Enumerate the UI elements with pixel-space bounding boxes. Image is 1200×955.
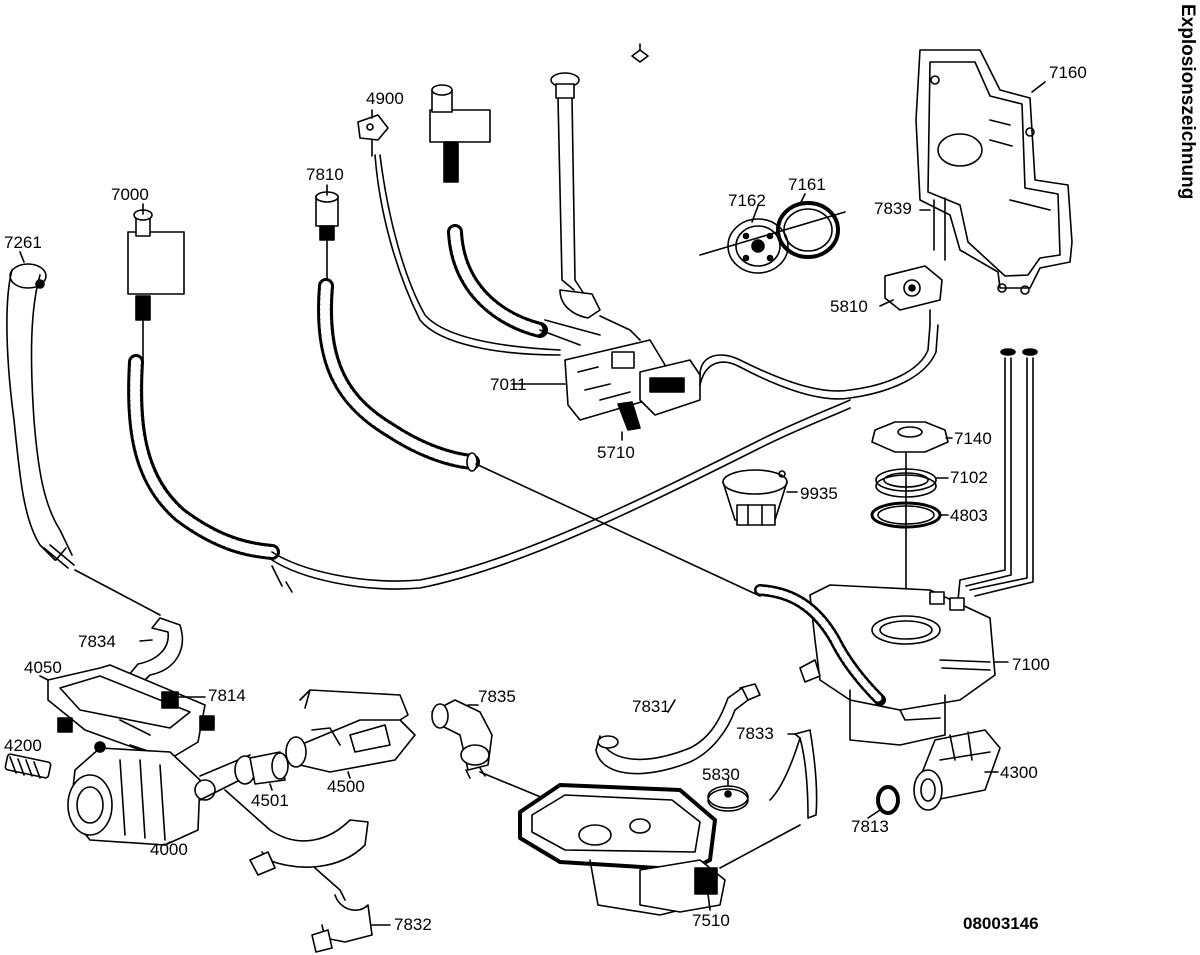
label-7839: 7839: [874, 199, 912, 218]
part-7160-bracket: [916, 50, 1072, 294]
label-7162: 7162: [728, 191, 766, 210]
part-vent-tubes: [958, 349, 1037, 600]
part-4200-heater-element: [5, 754, 51, 779]
part-7834-hose: [75, 570, 182, 685]
label-9935: 9935: [800, 484, 838, 503]
label-7102: 7102: [950, 468, 988, 487]
label-4300: 4300: [1000, 763, 1038, 782]
part-7011-valve-bracket: [512, 325, 938, 440]
part-9935-filter-cup: [723, 470, 797, 525]
label-4200: 4200: [4, 736, 42, 755]
part-fill-hose: [551, 44, 648, 340]
part-7261-drain-hose: [7, 264, 74, 568]
label-7810: 7810: [306, 165, 344, 184]
label-7832: 7832: [394, 915, 432, 934]
label-7831: 7831: [632, 697, 670, 716]
part-5810-sensor: [880, 266, 942, 325]
drawing-title-box: Explosionszeichnung: [1170, 4, 1200, 294]
label-7510: 7510: [692, 911, 730, 930]
document-number: 08003146: [963, 914, 1039, 933]
part-7100-sump: [760, 585, 1008, 745]
label-7160: 7160: [1049, 63, 1087, 82]
label-7000: 7000: [111, 185, 149, 204]
label-7813: 7813: [851, 817, 889, 836]
label-4501: 4501: [251, 791, 289, 810]
part-4500-connector: [286, 690, 415, 778]
part-7833-hose: [770, 730, 817, 818]
part-4000-circulation-pump: [68, 742, 250, 845]
part-7839-screws: [920, 198, 945, 260]
label-5810: 5810: [830, 297, 868, 316]
label-7834: 7834: [78, 632, 116, 651]
part-4803-seal: [872, 503, 948, 527]
part-7102-ring: [876, 469, 948, 497]
part-7510-sump-base: [520, 785, 800, 915]
part-7162-seal-disc: [728, 206, 788, 273]
label-4000: 4000: [150, 840, 188, 859]
label-7011: 7011: [490, 375, 527, 394]
label-5830: 5830: [702, 765, 740, 784]
drawing-title: Explosionszeichnung: [1177, 4, 1198, 200]
part-4501-clamp: [235, 752, 288, 790]
label-4050: 4050: [24, 658, 62, 677]
part-7813-seal-ring: [868, 787, 898, 818]
label-7814: 7814: [208, 686, 246, 705]
label-7161: 7161: [788, 175, 826, 194]
label-4900: 4900: [366, 89, 404, 108]
label-5710: 5710: [597, 443, 635, 462]
part-7000-water-inlet-hose: [128, 210, 850, 592]
part-4050-base-plate: [40, 665, 205, 760]
label-4500: 4500: [327, 777, 365, 796]
label-7140: 7140: [954, 429, 992, 448]
part-7814-nuts: [58, 692, 214, 732]
part-5830-cover: [708, 780, 748, 811]
part-7835-elbow: [432, 700, 560, 805]
label-7833: 7833: [736, 724, 774, 743]
label-7100: 7100: [1012, 655, 1050, 674]
label-7261: 7261: [4, 233, 42, 252]
part-7831-hose: [596, 684, 760, 774]
part-4300-drain-pump: [914, 730, 1000, 810]
part-7810-hose: [316, 192, 760, 596]
part-7832-hose: [225, 790, 390, 952]
label-4803: 4803: [950, 506, 988, 525]
part-4900-connector: [358, 85, 600, 355]
part-7140-cap: [872, 422, 952, 452]
part-7161-gasket-ring: [700, 194, 845, 257]
leader-7261: [20, 252, 24, 262]
label-7835: 7835: [478, 687, 516, 706]
